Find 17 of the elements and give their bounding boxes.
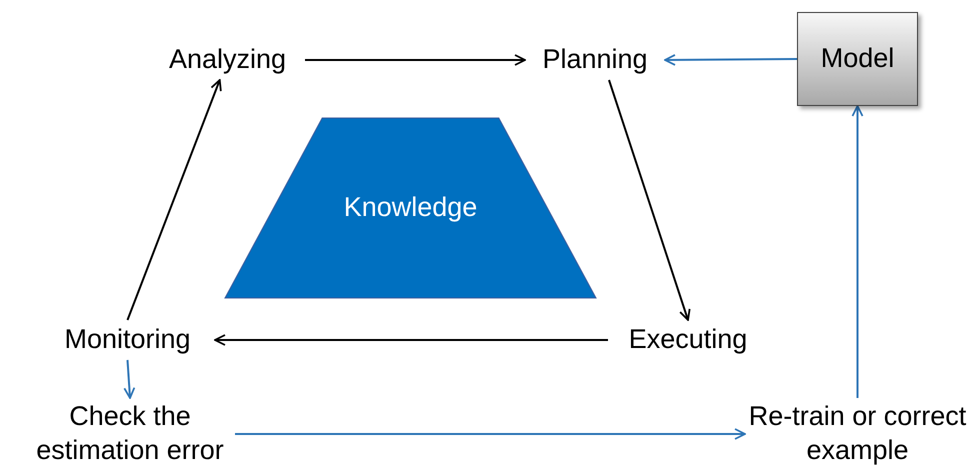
stage-label: Analyzing [150,40,305,80]
arrow [852,105,864,398]
stage-label: Planning [525,40,665,80]
knowledge-label: Knowledge [344,191,478,224]
model-box [797,12,918,106]
stage-label: Monitoring [40,320,215,360]
arrow [664,54,797,66]
stage-label: Executing [608,320,768,360]
arrow [305,54,526,66]
arrow [235,428,746,440]
arrow [608,80,691,321]
stage-label: Check the estimation error [25,398,235,470]
stage-label: Re-train or correct example [745,398,970,470]
arrow [123,360,136,399]
arrow [126,79,222,320]
arrow [214,334,608,346]
box-label: Model [820,42,894,76]
